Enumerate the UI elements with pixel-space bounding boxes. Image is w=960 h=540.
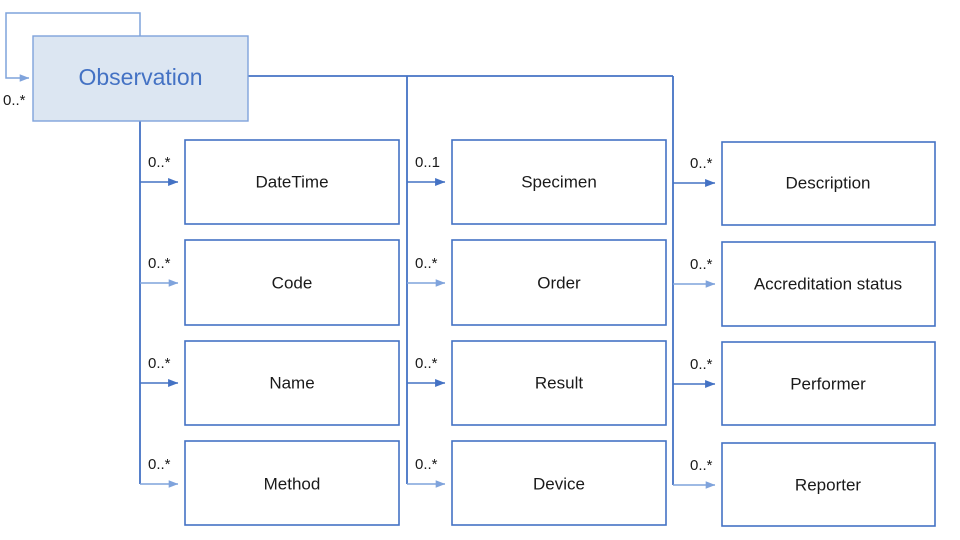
node-result-label: Result	[535, 373, 583, 392]
node-order[interactable]	[451, 239, 667, 326]
node-reporter[interactable]	[721, 442, 936, 527]
node-accreditation-status-label: Accreditation status	[754, 274, 902, 293]
node-method[interactable]	[184, 440, 400, 526]
node-name[interactable]	[184, 340, 400, 426]
node-description-label: Description	[785, 173, 870, 192]
node-datetime[interactable]	[184, 139, 400, 225]
node-observation-label: Observation	[78, 64, 202, 90]
self-relation-multiplicity: 0..*	[3, 92, 26, 109]
multiplicity-c3-r1: 0..*	[690, 155, 713, 172]
node-code[interactable]	[184, 239, 400, 326]
node-reporter-label: Reporter	[795, 475, 861, 494]
node-result[interactable]	[451, 340, 667, 426]
multiplicity-c1-r3: 0..*	[148, 355, 171, 372]
multiplicity-c1-r1: 0..*	[148, 154, 171, 171]
node-performer-label: Performer	[790, 374, 866, 393]
multiplicity-c2-r4: 0..*	[415, 456, 438, 473]
multiplicity-c3-r4: 0..*	[690, 457, 713, 474]
node-order-label: Order	[537, 273, 581, 292]
node-code-label: Code	[272, 273, 313, 292]
node-device-label: Device	[533, 474, 585, 493]
multiplicity-c2-r3: 0..*	[415, 355, 438, 372]
multiplicity-c2-r1: 0..1	[415, 154, 440, 171]
node-accreditation-status[interactable]	[721, 241, 936, 327]
multiplicity-c3-r2: 0..*	[690, 256, 713, 273]
multiplicity-c2-r2: 0..*	[415, 255, 438, 272]
node-datetime-label: DateTime	[255, 172, 328, 191]
multiplicity-c1-r4: 0..*	[148, 456, 171, 473]
node-name-label: Name	[269, 373, 314, 392]
node-specimen-label: Specimen	[521, 172, 597, 191]
self-relation-connector	[5, 12, 141, 82]
node-method-label: Method	[264, 474, 321, 493]
multiplicity-c3-r3: 0..*	[690, 356, 713, 373]
multiplicity-c1-r2: 0..*	[148, 255, 171, 272]
node-device[interactable]	[451, 440, 667, 526]
node-specimen[interactable]	[451, 139, 667, 225]
node-description[interactable]	[721, 141, 936, 226]
node-performer[interactable]	[721, 341, 936, 426]
node-observation[interactable]	[32, 35, 249, 122]
